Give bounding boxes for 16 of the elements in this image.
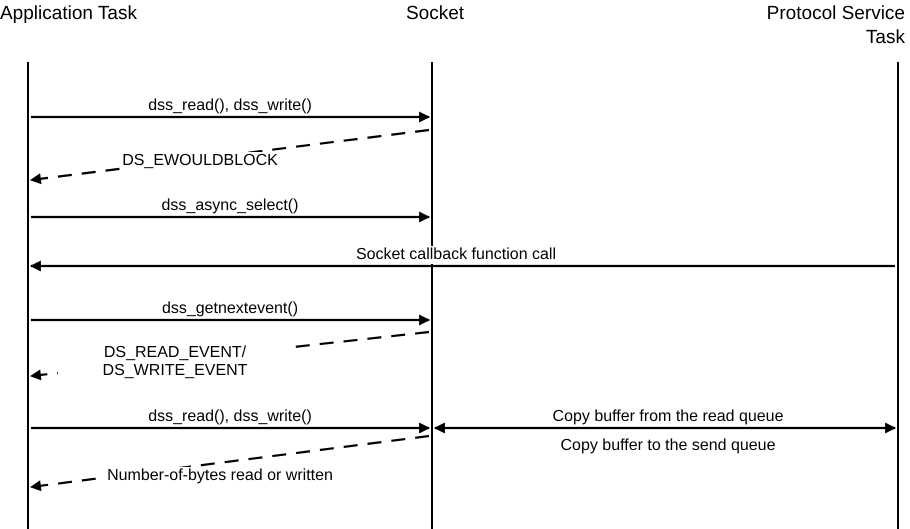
arrow: [434, 422, 896, 434]
arrow: [31, 314, 430, 326]
message-label: dss_read(), dss_write(): [146, 97, 314, 115]
message-label: dss_read(), dss_write(): [146, 408, 314, 426]
message-label: dss_async_select(): [160, 197, 300, 215]
arrow: [31, 212, 430, 222]
message-label: dss_getnextevent(): [160, 300, 300, 318]
message-label: Number-of-bytes read or written: [105, 467, 335, 485]
participant-heading: Socket: [404, 2, 466, 26]
arrow: [31, 422, 430, 434]
arrow: [30, 260, 895, 272]
participant-heading: Protocol Service Task: [766, 2, 905, 50]
message-label: Copy buffer from the read queue: [550, 408, 786, 426]
message-label: Copy buffer to the send queue: [558, 437, 778, 455]
arrow: [31, 112, 430, 122]
participant-heading: Application Task: [0, 2, 138, 26]
